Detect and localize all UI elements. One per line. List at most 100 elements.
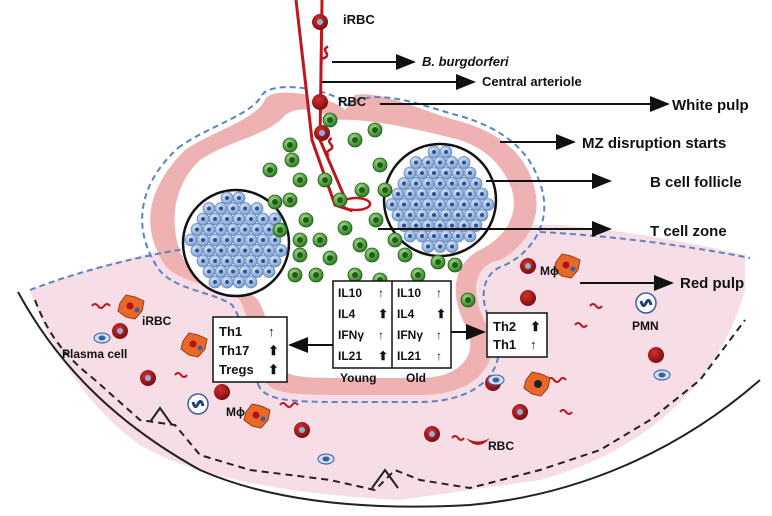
- macrophage-icon: [243, 403, 271, 429]
- spirochete-icon: [325, 137, 334, 157]
- b-cell-icon: [481, 198, 495, 211]
- irbc-icon: [140, 370, 156, 386]
- t-cell-icon: [332, 192, 348, 208]
- b-cell-icon: [208, 275, 222, 289]
- b-cell-icon: [469, 198, 483, 211]
- b-cell-icon: [274, 244, 288, 257]
- t-cell-icon: [292, 247, 308, 263]
- macrophage-icon: [117, 294, 145, 320]
- b-cell-icon: [202, 244, 216, 257]
- t-cell-icon: [352, 237, 368, 253]
- b-cell-icon: [256, 233, 270, 247]
- b-cell-icon: [196, 212, 210, 226]
- t-cell-icon: [282, 192, 298, 208]
- capsule-outline: [17, 291, 761, 508]
- b-cell-icon: [433, 240, 447, 253]
- rbc-icon: [214, 384, 230, 400]
- mphi-left-label: Mϕ: [226, 405, 245, 419]
- irbc-icon: [520, 258, 536, 274]
- cytokine-name: IL10: [397, 286, 421, 300]
- rbc-top-label: RBC: [338, 94, 367, 109]
- b-cell-icon: [244, 254, 258, 268]
- cytokine-name: Th1: [493, 337, 516, 352]
- plasma-cell-label: Plasma cell: [62, 347, 127, 361]
- th-left-box: Th1↑Th17⬆Tregs⬆: [212, 316, 288, 383]
- b-cell-icon: [433, 198, 447, 211]
- t-cell-icon: [430, 254, 446, 270]
- b-cell-icon: [421, 198, 435, 211]
- cytokine-name: IL21: [397, 349, 421, 363]
- white-pulp-label: White pulp: [672, 97, 749, 114]
- b-cell-icon: [421, 156, 435, 169]
- red-pulp-border-right: [539, 231, 751, 259]
- central-arteriole-label: Central arteriole: [482, 74, 582, 89]
- b-cell-icon: [232, 275, 246, 289]
- macrophage-icon: [180, 332, 208, 358]
- b-cell-icon: [439, 187, 453, 201]
- trend-arrow: ⬆: [268, 362, 279, 377]
- b-cell-icon: [397, 177, 411, 190]
- trend-arrow: ⬆: [378, 349, 388, 363]
- irbc-icon: [314, 125, 330, 141]
- cytokine-name: IL10: [338, 286, 362, 300]
- t-cell-icon: [347, 132, 363, 148]
- trend-arrow: ⬆: [268, 343, 279, 358]
- mz-disruption-label: MZ disruption starts: [582, 135, 726, 152]
- b-cell-icon: [250, 223, 264, 236]
- trend-arrow: ↑: [378, 286, 384, 300]
- t-cell-icon: [460, 292, 476, 308]
- t-cell-icon: [364, 247, 380, 263]
- b-cell-icon: [232, 191, 246, 205]
- rbc-crescent-icon: [466, 438, 490, 445]
- b-cell-icon: [232, 212, 246, 226]
- trend-arrow: ↑: [436, 349, 442, 363]
- rbc-icon: [520, 290, 536, 306]
- b-cell-icon: [409, 156, 423, 169]
- b-cell-icon: [403, 166, 417, 180]
- spirochete-icon: [174, 372, 188, 378]
- cytokine-name: Th17: [219, 343, 249, 358]
- trabecula-notch-mid: [371, 468, 399, 489]
- t-cell-icon: [272, 222, 288, 238]
- b-cell-follicles: [181, 142, 498, 298]
- t-cell-icon: [322, 250, 338, 266]
- b-cell-icon: [451, 187, 465, 201]
- t-cell-zone-label: T cell zone: [650, 223, 727, 240]
- b-cell-icon: [214, 202, 228, 215]
- t-cell-icon: [337, 220, 353, 236]
- b-cell-icon: [439, 229, 453, 243]
- b-cell-icon: [238, 202, 252, 215]
- b-cell-icon: [415, 187, 429, 201]
- b-cell-icon: [421, 177, 435, 190]
- t-cell-icon: [298, 212, 314, 228]
- b-cell-icon: [238, 244, 252, 257]
- old-label: Old: [406, 371, 426, 385]
- trabecula-notch-left: [149, 406, 173, 426]
- b-cell-icon: [244, 233, 258, 247]
- t-cell-icon: [368, 212, 384, 228]
- young-label: Young: [340, 371, 376, 385]
- b-cell-icon: [403, 229, 417, 243]
- b-cell-icon: [202, 202, 216, 215]
- b-cell-icon: [427, 229, 441, 243]
- spirochete-icon: [279, 402, 299, 408]
- mz-outer-border: [177, 86, 546, 403]
- b-cell-icon: [463, 166, 477, 180]
- b-burgdorferi-label: B. burgdorferi: [422, 54, 509, 69]
- b-cell-icon: [250, 265, 264, 278]
- t-cell-icon: [372, 157, 388, 173]
- t-cell-icon: [387, 232, 403, 248]
- b-burgdorferi-icon: [319, 45, 329, 65]
- b-cell-icon: [256, 212, 270, 226]
- t-cell-icon: [354, 182, 370, 198]
- t-cell-icon: [410, 267, 426, 283]
- t-cell-icon: [322, 112, 338, 128]
- t-cell-icon: [397, 247, 413, 263]
- b-cell-icon: [427, 208, 441, 222]
- trend-arrow: ↑: [268, 324, 275, 339]
- t-cell-icon: [347, 267, 363, 283]
- b-cell-icon: [439, 145, 453, 159]
- b-cell-icon: [463, 208, 477, 222]
- b-cell-icon: [463, 229, 477, 243]
